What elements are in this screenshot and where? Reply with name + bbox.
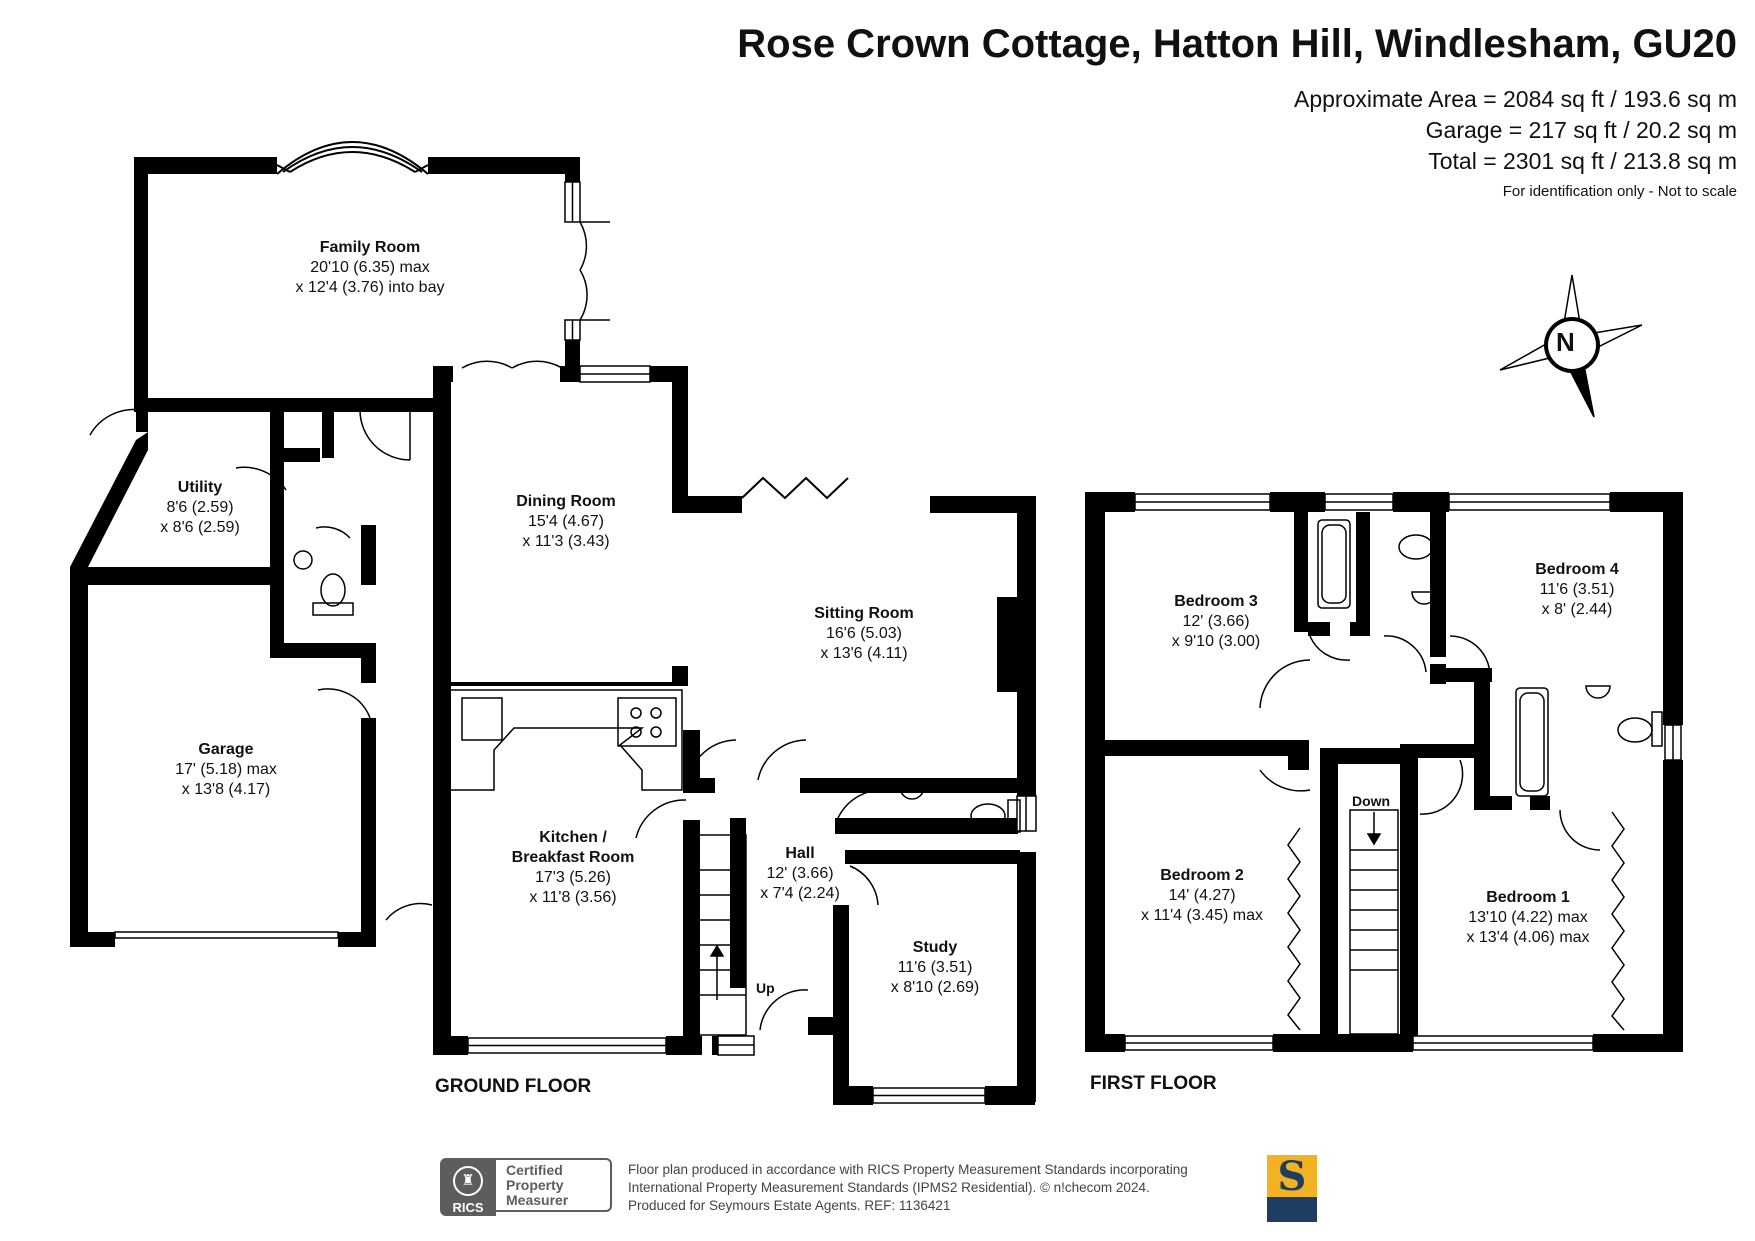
first-floor-walls — [1085, 492, 1683, 1052]
room-bedroom-3: Bedroom 3 12' (3.66) x 9'10 (3.00) — [1171, 593, 1261, 650]
stairs-down-label: Down — [1352, 793, 1391, 809]
approximate-area: Approximate Area = 2084 sq ft / 193.6 sq… — [1293, 86, 1737, 112]
ground-sanitaryware — [293, 550, 1021, 833]
scale-disclaimer: For identification only - Not to scale — [1502, 183, 1737, 200]
garage-area: Garage = 217 sq ft / 20.2 sq m — [1425, 117, 1737, 143]
rics-certified-badge: ♜ RICS Certified Property Measurer — [440, 1158, 618, 1216]
rics-mark-icon: ♜ — [453, 1166, 483, 1196]
total-area: Total = 2301 sq ft / 213.8 sq m — [1428, 148, 1737, 174]
ground-floor-walls — [70, 157, 1036, 1105]
ground-floor-doors — [89, 221, 889, 1031]
compass-rose-icon — [1499, 274, 1643, 418]
bay-window — [276, 141, 429, 175]
first-floor-details — [1259, 519, 1663, 1035]
room-dining: Dining Room 15'4 (4.67) x 11'3 (3.43) — [516, 493, 616, 550]
rics-logo: ♜ RICS — [440, 1158, 496, 1216]
room-garage: Garage 17' (5.18) max x 13'8 (4.17) — [175, 741, 277, 798]
room-bedroom-1: Bedroom 1 13'10 (4.22) max x 13'4 (4.06)… — [1466, 889, 1590, 946]
room-hall: Hall 12' (3.66) x 7'4 (2.24) — [760, 845, 840, 902]
room-sitting: Sitting Room 16'6 (5.03) x 13'6 (4.11) — [814, 605, 914, 662]
first-floor-label: FIRST FLOOR — [1090, 1073, 1217, 1094]
seymours-logo: S — [1267, 1155, 1317, 1222]
room-bedroom-4: Bedroom 4 11'6 (3.51) x 8' (2.44) — [1535, 561, 1619, 618]
ground-floor-label: GROUND FLOOR — [435, 1076, 592, 1097]
room-kitchen: Kitchen / Breakfast Room 17'3 (5.26) x 1… — [511, 829, 635, 906]
rics-certification-text: Certified Property Measurer — [496, 1158, 612, 1212]
stairs-up-label: Up — [756, 980, 775, 996]
bifold-door — [741, 476, 849, 500]
first-floor-windows — [1124, 493, 1682, 1051]
room-family: Family Room 20'10 (6.35) max x 12'4 (3.7… — [295, 239, 445, 296]
room-utility: Utility 8'6 (2.59) x 8'6 (2.59) — [160, 479, 240, 536]
property-title: Rose Crown Cottage, Hatton Hill, Windles… — [737, 22, 1737, 66]
footer-credits: Floor plan produced in accordance with R… — [628, 1162, 1188, 1213]
room-study: Study 11'6 (3.51) x 8'10 (2.69) — [890, 939, 980, 996]
kitchen-worktop — [451, 689, 683, 791]
ground-floor-windows — [114, 181, 1037, 1104]
compass-north-letter: N — [1556, 327, 1575, 357]
room-bedroom-2: Bedroom 2 14' (4.27) x 11'4 (3.45) max — [1141, 867, 1263, 924]
ground-stairs — [685, 834, 747, 1036]
